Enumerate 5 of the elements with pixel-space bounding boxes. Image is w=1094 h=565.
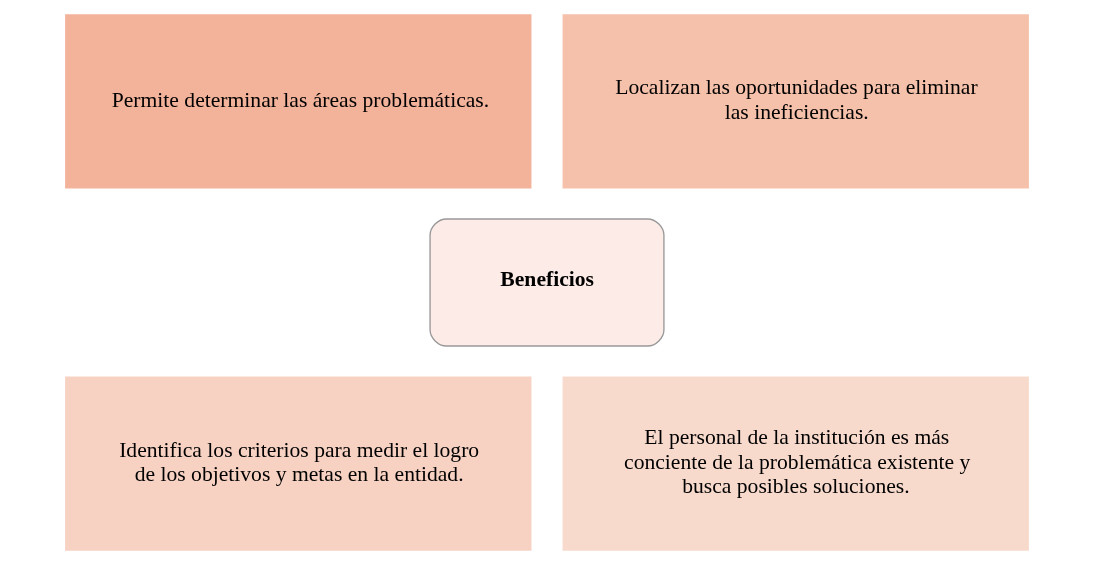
node-box: Permite determinar las áreas problemáticas. [63, 12, 533, 190]
node-box: El personal de la institución es más conciente de la problemática existente y busca posibles soluciones. [561, 375, 1031, 553]
node-box: Localizan las oportunidades para eliminar las ineficiencias. [561, 12, 1031, 190]
node-box: Beneficios [429, 218, 665, 347]
node-box: Identifica los criterios para medir el logro de los objetivos y metas en la entidad. [63, 375, 533, 553]
